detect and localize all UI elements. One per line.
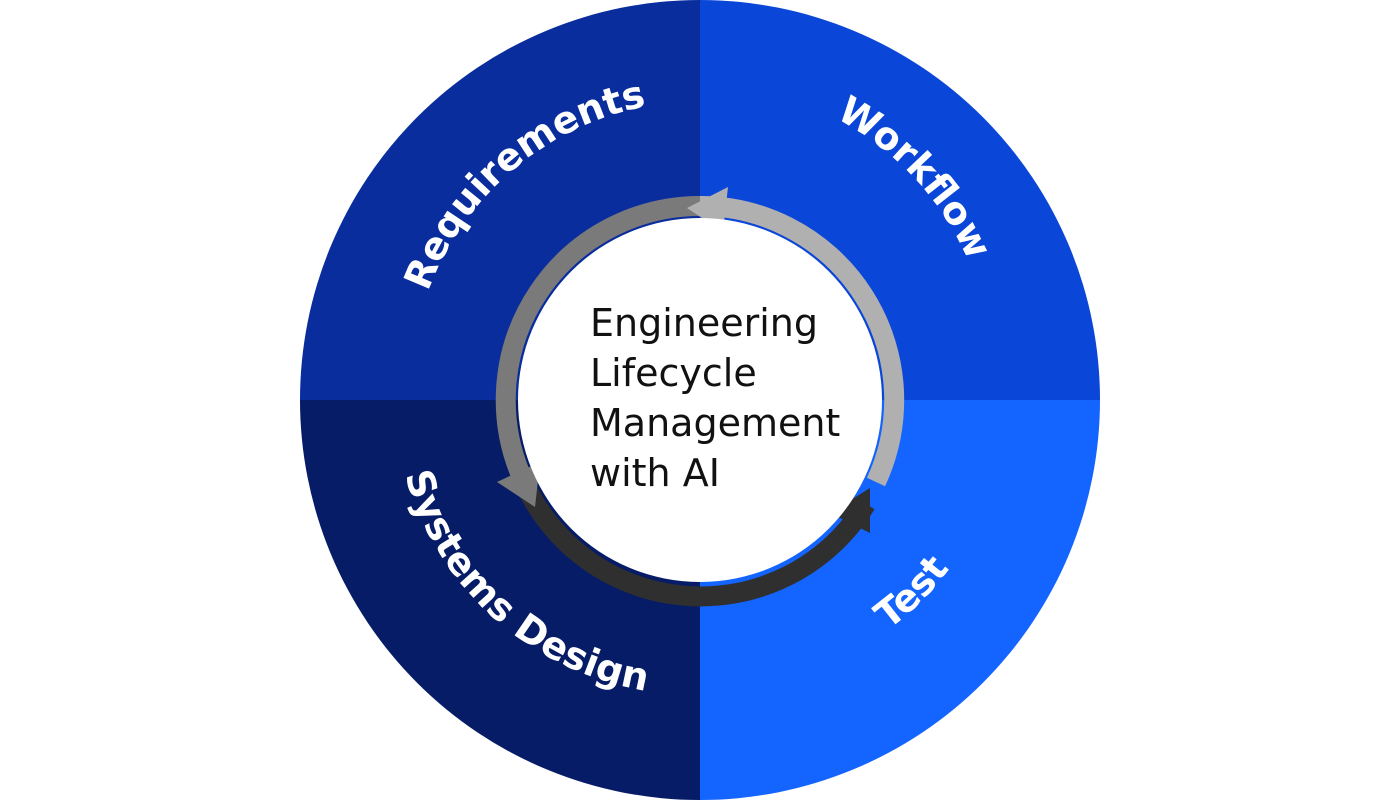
cycle-arc-bottom [510,469,875,607]
center-title-line-4: with AI [590,451,720,495]
center-title-line-3: Management [590,401,841,445]
center-title-line-2: Lifecycle [590,351,757,395]
cycle-arc-top [699,196,905,487]
center-title-line-1: Engineering [590,301,818,345]
center-title: Engineering Lifecycle Management with AI [590,298,890,498]
cycle-ring [495,187,905,607]
cycle-arrowhead-right [830,488,870,533]
cycle-arrowhead-left [497,462,540,507]
center-disc [518,218,882,582]
cycle-arc-left [495,195,701,477]
